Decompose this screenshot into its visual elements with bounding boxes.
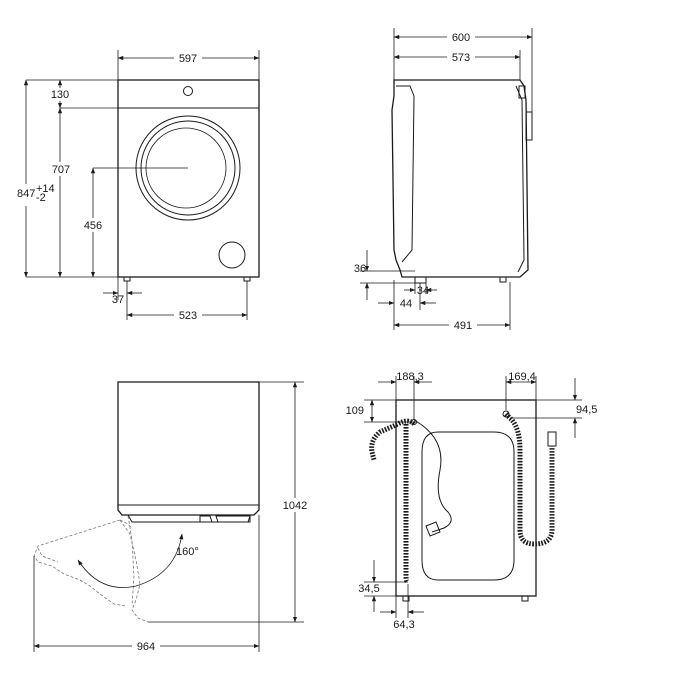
label-door-angle: 160° [176, 546, 199, 558]
front-cabinet [117, 79, 260, 278]
side-rear-bump [525, 111, 533, 141]
label-side-depth-top: 573 [452, 52, 470, 64]
side-foot-rear [499, 276, 507, 283]
label-front-foot-offset: 37 [112, 294, 124, 306]
dim-rear-top-right: 94,5 [510, 378, 597, 438]
inlet-hose [504, 412, 555, 547]
dim-side-foot-width: 34 [404, 283, 437, 297]
dim-front-door-center: 456 [80, 167, 188, 278]
front-view: 597 847 +14 -2 130 707 [14, 50, 260, 322]
label-side-feet-depth: 491 [454, 320, 472, 332]
drain-hose [369, 418, 416, 585]
dim-side-depth-top: 573 [393, 50, 521, 80]
dim-side-foot-offset: 44 [378, 280, 436, 330]
label-front-top-panel: 130 [51, 89, 69, 101]
dim-side-depth-overall: 600 [393, 28, 533, 112]
dim-door-angle: 160° [77, 533, 199, 588]
side-rear-top [518, 85, 526, 99]
label-rear-top-left: 109 [346, 405, 364, 417]
label-side-foot-width: 34 [417, 285, 429, 297]
rear-cabinet [395, 399, 537, 597]
dim-front-top-panel: 130 [50, 79, 118, 109]
dim-front-height-total: 847 +14 -2 [14, 79, 118, 278]
dim-side-foot-height: 36 [354, 250, 415, 300]
inlet-valve [502, 410, 510, 418]
label-front-door-center: 456 [84, 220, 102, 232]
power-cord [413, 419, 452, 533]
rear-view: 188,3 169,4 109 94,5 [346, 371, 598, 631]
dim-door-width: 964 [33, 515, 260, 653]
label-side-foot-height: 36 [354, 263, 366, 275]
label-front-feet-spacing: 523 [179, 310, 197, 322]
side-view: 600 573 36 34 [354, 28, 533, 332]
dim-front-feet-spacing: 523 [126, 281, 248, 322]
dim-front-door-top: 707 [48, 107, 74, 278]
dim-rear-bottom-height: 34,5 [358, 560, 408, 612]
label-side-foot-offset: 44 [400, 298, 412, 310]
label-front-height-tol-plus: +14 [36, 183, 55, 195]
label-rear-bottom-height: 34,5 [358, 583, 379, 595]
filter-cover [218, 241, 246, 269]
label-rear-bottom-offset: 64,3 [393, 619, 414, 631]
side-foot-front [414, 276, 427, 284]
top-door-latch [199, 515, 213, 523]
top-view-door-open: 160° 1042 964 [33, 381, 310, 653]
dim-rear-top-left: 109 [346, 399, 414, 423]
label-side-depth-overall: 600 [452, 32, 470, 44]
top-door-handle [215, 515, 251, 523]
dim-rear-left-hose: 188,3 [378, 371, 432, 420]
dim-side-feet-depth: 491 [393, 282, 511, 332]
power-plug [425, 521, 441, 537]
label-front-width: 597 [179, 53, 197, 65]
label-door-depth: 1042 [283, 500, 307, 512]
dim-rear-bottom-offset: 64,3 [380, 584, 424, 631]
label-front-height-total: 847 [17, 188, 35, 200]
label-rear-left-hose: 188,3 [396, 371, 424, 383]
rear-foot-right [521, 595, 529, 602]
label-rear-top-right: 94,5 [576, 404, 597, 416]
top-cabinet [117, 381, 260, 516]
open-door-outline [33, 515, 149, 623]
label-front-height-tol-minus: -2 [36, 192, 46, 204]
program-knob [183, 86, 193, 96]
dim-rear-right-hose: 169,4 [505, 371, 537, 410]
dim-front-width: 597 [117, 50, 260, 80]
label-door-width: 964 [137, 641, 155, 653]
rear-service-panel [421, 431, 515, 581]
side-front-panel [396, 85, 415, 263]
label-rear-right-hose: 169,4 [508, 371, 536, 383]
rear-foot-left [402, 595, 410, 602]
label-front-door-top: 707 [52, 164, 70, 176]
inlet-hose-connector [547, 431, 557, 447]
dim-front-foot-offset: 37 [103, 277, 142, 306]
dim-door-depth: 1042 [148, 381, 310, 623]
top-door-hinge-base [127, 514, 251, 523]
